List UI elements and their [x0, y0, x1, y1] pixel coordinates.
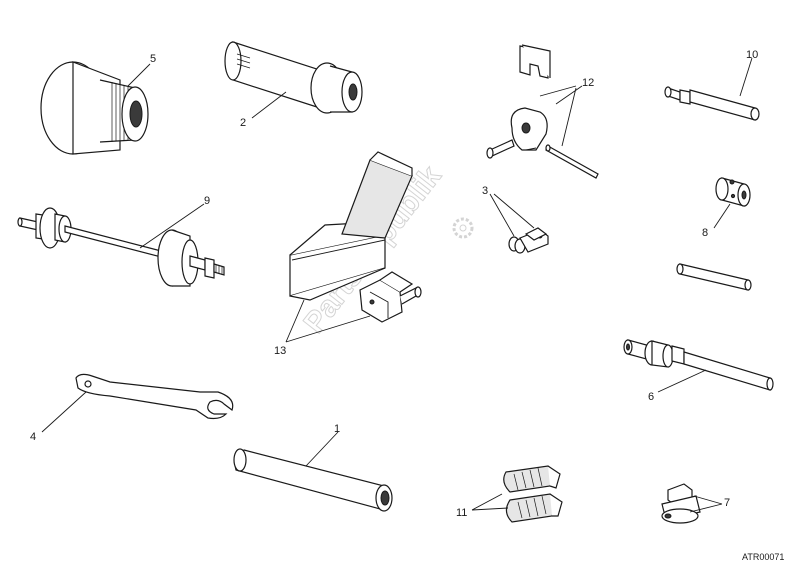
callout-11: 11 — [456, 507, 467, 519]
part-1-tube — [233, 448, 393, 512]
callout-6: 6 — [648, 391, 654, 403]
callout-5: 5 — [150, 53, 156, 65]
callout-4: 4 — [30, 431, 36, 443]
part-12-timing-tool-set — [486, 44, 599, 179]
part-13-chain-tool-case — [289, 151, 422, 323]
callout-2: 2 — [240, 117, 246, 129]
callout-1: 1 — [334, 423, 340, 435]
part-8-sleeve — [715, 177, 751, 207]
part-10-pin — [664, 86, 760, 121]
callout-12: 12 — [582, 77, 594, 89]
callout-leaders — [41, 57, 753, 513]
part-11-split-collars — [503, 465, 563, 523]
part-6-rod-with-adapters — [623, 339, 774, 391]
watermark-gear-icon — [452, 217, 474, 239]
part-3-chain-links — [508, 227, 549, 254]
callout-7: 7 — [724, 497, 730, 509]
part-4-hook-spanner — [75, 373, 234, 420]
part-9-puller-rod — [17, 207, 225, 287]
part-6-plain-pin — [676, 263, 752, 291]
callout-3: 3 — [482, 185, 488, 197]
callout-8: 8 — [702, 227, 708, 239]
callout-9: 9 — [204, 195, 210, 207]
part-7-hex-fitting — [661, 483, 701, 524]
callout-13: 13 — [274, 345, 286, 357]
drawing-code: ATR00071 — [742, 552, 784, 562]
part-2-shaft-with-collar — [224, 41, 363, 114]
part-5-flanged-sleeve — [40, 61, 149, 155]
callout-10: 10 — [746, 49, 758, 61]
